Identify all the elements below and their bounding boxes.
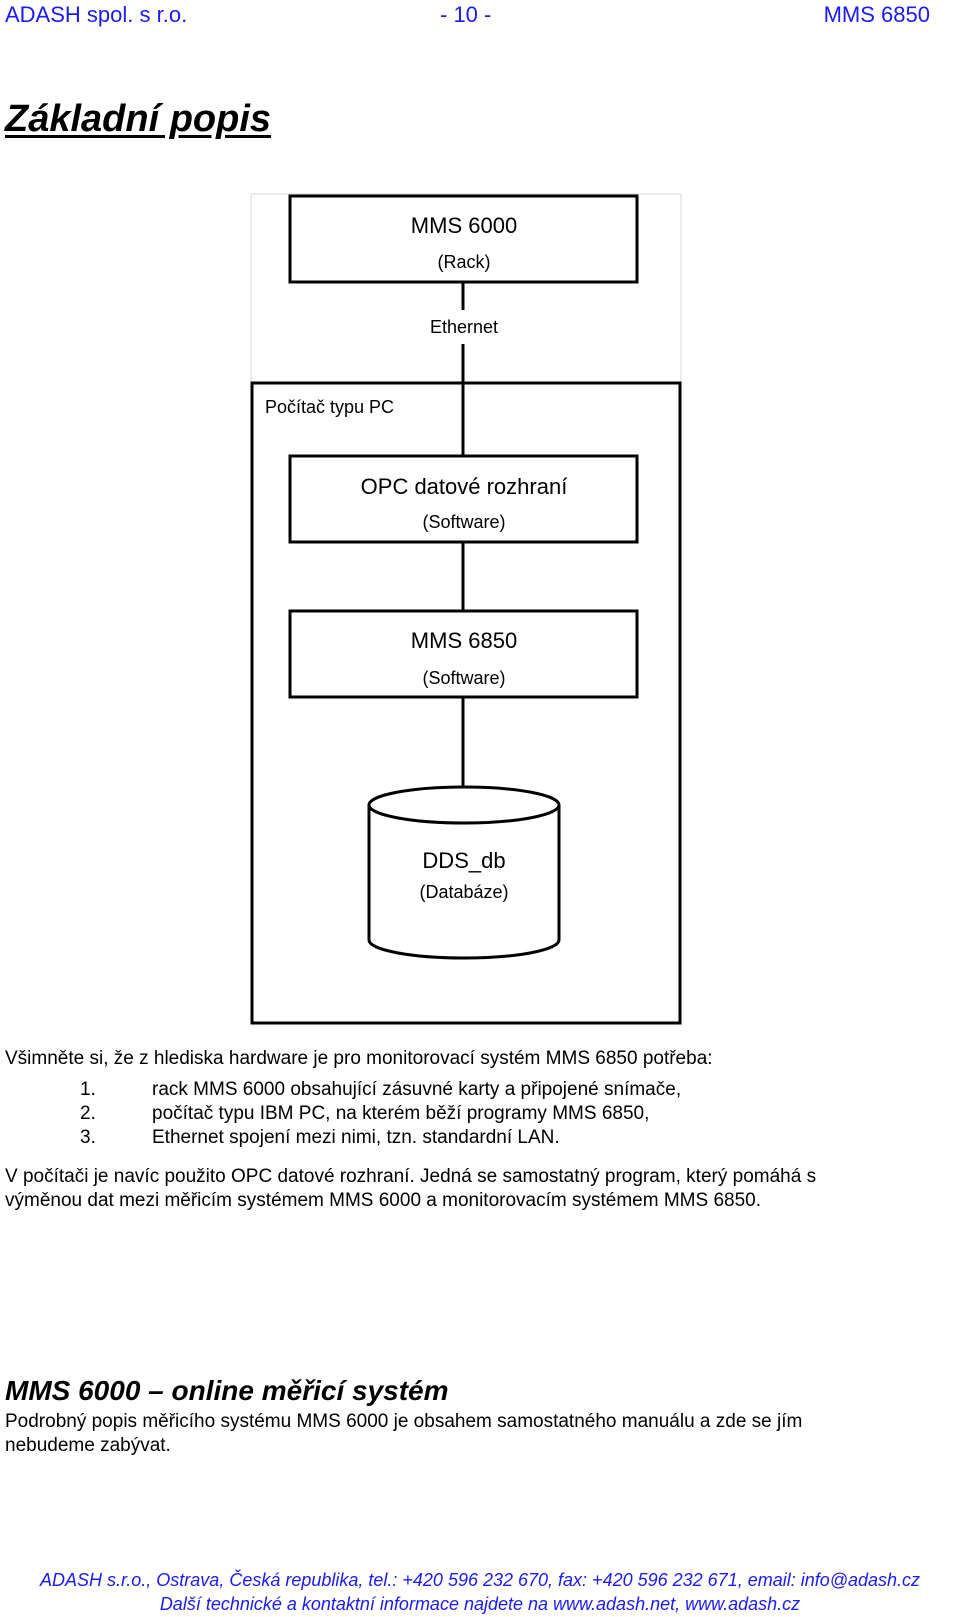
footer-links: Další technické a kontaktní informace na… — [159, 1594, 801, 1614]
rack-title: MMS 6000 — [411, 213, 517, 238]
list-text: Ethernet spojení mezi nimi, tzn. standar… — [152, 1127, 560, 1148]
paragraph-line-2: výměnou dat mezi měřicím systémem MMS 60… — [5, 1190, 762, 1211]
database-cylinder-body — [367, 805, 561, 960]
mms6850-box — [288, 609, 639, 699]
list-item: 2. počítač typu IBM PC, na kterém běží p… — [5, 1102, 905, 1126]
footer-contact: ADASH s.r.o., Ostrava, Česká republika, … — [39, 1570, 921, 1590]
list-item: 1. rack MMS 6000 obsahující zásuvné kart… — [5, 1078, 905, 1102]
pc-label: Počítač typu PC — [265, 397, 394, 417]
rack-subtitle: (Rack) — [438, 252, 491, 272]
opc-subtitle: (Software) — [422, 512, 505, 532]
mms6850-subtitle: (Software) — [422, 668, 505, 688]
list-text: počítač typu IBM PC, na kterém běží prog… — [152, 1103, 650, 1124]
paragraph-line-1: V počítači je navíc použito OPC datové r… — [5, 1166, 817, 1187]
database-cylinder-top — [367, 785, 561, 825]
list-number: 2. — [80, 1103, 96, 1124]
header-product: MMS 6850 — [823, 2, 930, 27]
section-title-mms6000: MMS 6000 – online měřicí systém — [5, 1375, 449, 1406]
opc-box — [288, 454, 639, 544]
list-number: 1. — [80, 1079, 96, 1100]
section2-line-2: nebudeme zabývat. — [5, 1435, 171, 1456]
section2-line-1: Podrobný popis měřicího systému MMS 6000… — [5, 1411, 803, 1432]
pc-frame — [250, 381, 682, 1025]
database-title: DDS_db — [422, 848, 505, 873]
intro-text: Všimněte si, že z hlediska hardware je p… — [5, 1048, 713, 1069]
section-title-basic-description: Základní popis — [5, 98, 272, 140]
list-text: rack MMS 6000 obsahující zásuvné karty a… — [152, 1079, 682, 1100]
requirements-list: 1. rack MMS 6000 obsahující zásuvné kart… — [5, 1078, 905, 1150]
rack-box — [288, 194, 639, 284]
database-subtitle: (Databáze) — [419, 882, 508, 902]
header-company: ADASH spol. s r.o. — [5, 2, 188, 27]
opc-title: OPC datové rozhraní — [361, 474, 568, 499]
mms6850-title: MMS 6850 — [411, 628, 517, 653]
list-item: 3. Ethernet spojení mezi nimi, tzn. stan… — [5, 1126, 905, 1150]
ethernet-label: Ethernet — [430, 317, 498, 337]
header-page-number: - 10 - — [440, 2, 492, 27]
list-number: 3. — [80, 1127, 96, 1148]
system-architecture-diagram: MMS 6000 (Rack) Ethernet Počítač typu PC… — [250, 193, 682, 1025]
